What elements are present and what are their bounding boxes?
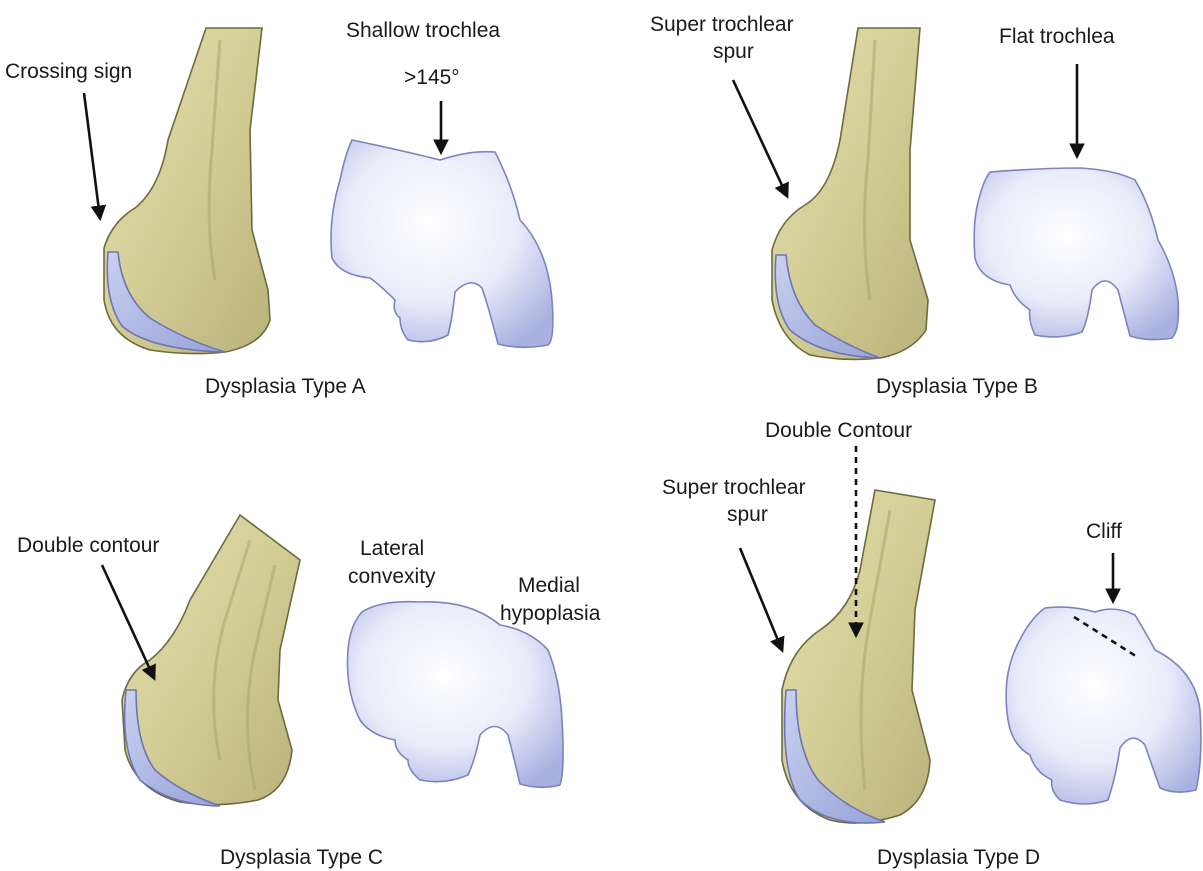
femur-lateral-view-b <box>772 28 928 359</box>
trochlea-axial-c <box>348 602 564 788</box>
trochlea-axial-a <box>331 140 553 347</box>
label-spur-b-line2: spur <box>713 40 754 63</box>
label-double-contour-c: Double contour <box>17 534 159 557</box>
label-spur-d-line2: spur <box>727 503 768 526</box>
spur-arrow-b <box>733 80 787 196</box>
label-medial-line1: Medial <box>518 574 580 597</box>
panel-type-a: Crossing sign Shallow trochlea >145° Dys… <box>5 19 553 398</box>
label-angle: >145° <box>404 66 460 89</box>
label-flat-trochlea: Flat trochlea <box>999 25 1115 48</box>
label-medial-line2: hypoplasia <box>500 602 601 625</box>
label-shallow-trochlea: Shallow trochlea <box>346 19 500 42</box>
label-spur-d-line1: Super trochlear <box>662 476 806 499</box>
label-double-contour-d: Double Contour <box>765 419 912 442</box>
label-lateral-line1: Lateral <box>360 537 424 560</box>
label-crossing-sign: Crossing sign <box>5 60 132 83</box>
label-spur-b-line1: Super trochlear <box>650 13 794 36</box>
caption-type-c: Dysplasia Type C <box>220 846 383 869</box>
femur-lateral-view-c <box>122 515 300 806</box>
crossing-sign-arrow <box>84 93 100 218</box>
panel-type-d: Double Contour Super trochlear spur Clif… <box>662 419 1201 869</box>
femur-lateral-view-d <box>782 490 935 823</box>
label-cliff: Cliff <box>1086 520 1122 543</box>
trochlea-axial-b <box>974 168 1178 340</box>
label-lateral-line2: convexity <box>348 565 436 588</box>
panel-type-b: Super trochlear spur Flat trochlea Dyspl… <box>650 13 1178 398</box>
caption-type-a: Dysplasia Type A <box>205 375 366 398</box>
double-contour-arrow-c <box>102 565 154 678</box>
spur-arrow-d <box>740 548 782 650</box>
caption-type-d: Dysplasia Type D <box>877 846 1040 869</box>
caption-type-b: Dysplasia Type B <box>876 375 1038 398</box>
panel-type-c: Double contour Lateral convexity Medial … <box>17 515 601 869</box>
